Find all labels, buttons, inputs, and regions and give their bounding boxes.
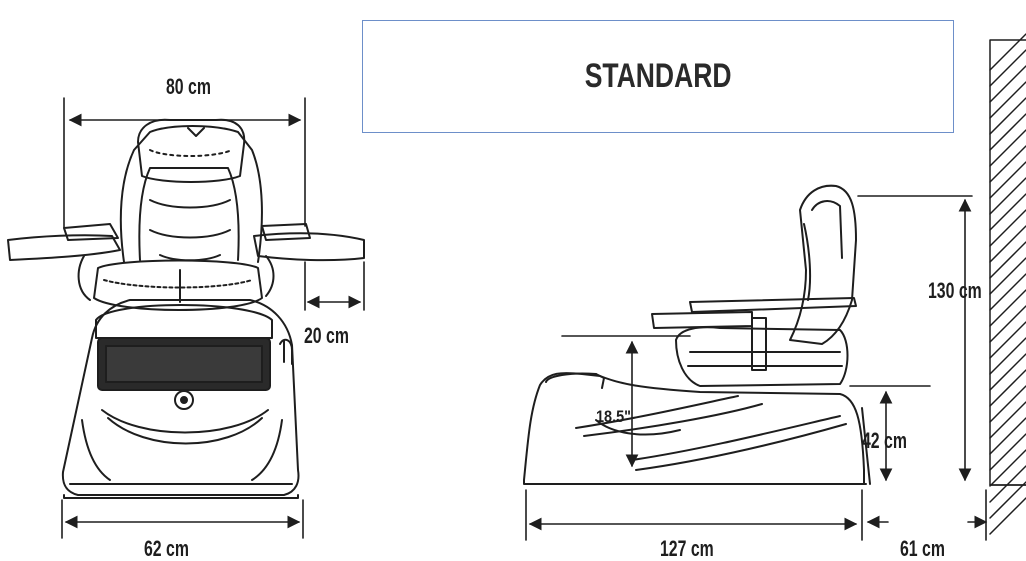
wall-hatch-line: [989, 193, 1026, 231]
wall-hatch-line: [989, 449, 1026, 487]
side-armrest: [689, 297, 857, 313]
wall-hatch-line: [989, 145, 1026, 183]
wall: [989, 33, 1026, 535]
wall-hatch-line: [989, 33, 1026, 71]
wall-hatch-line: [989, 113, 1026, 151]
wall-hatch-line: [989, 273, 1026, 311]
wall-hatch-line: [989, 65, 1026, 103]
wall-hatch-line: [989, 369, 1026, 407]
title-box: STANDARD: [362, 20, 954, 133]
wall-hatch-line: [989, 257, 1026, 295]
wall-hatch-line: [989, 241, 1026, 279]
side-view-chair: [523, 184, 871, 485]
wall-hatch-line: [989, 305, 1026, 343]
wall-hatch-line: [989, 129, 1026, 167]
length-label: 127 cm: [660, 536, 714, 561]
height-label: 130 cm: [928, 278, 982, 303]
wall-hatch-line: [989, 497, 1026, 535]
front-dimensions: [61, 97, 365, 539]
side-dimensions: [525, 195, 988, 541]
side-footrest: [651, 311, 753, 329]
wall-hatch-line: [989, 481, 1026, 519]
seat-height-label: 42 cm: [862, 428, 907, 453]
front-left-armrest: [7, 234, 121, 261]
wall-hatch-line: [989, 177, 1026, 215]
wall-hatch-line: [989, 385, 1026, 423]
wall-hatch-line: [989, 337, 1026, 375]
wall-hatch-line: [989, 49, 1026, 87]
front-view-chair: [7, 118, 365, 499]
wall-hatch-line: [989, 97, 1026, 135]
front-width-label: 80 cm: [166, 74, 211, 99]
side-basin: [523, 372, 865, 485]
front-base: [61, 299, 300, 496]
base-width-label: 62 cm: [144, 536, 189, 561]
wall-hatch-line: [989, 401, 1026, 439]
tray-offset-label: 20 cm: [304, 323, 349, 348]
wall-hatch-line: [989, 161, 1026, 199]
front-seat: [93, 259, 263, 311]
wall-hatch-line: [989, 225, 1026, 263]
wall-hatch-line: [989, 465, 1026, 503]
wall-hatch-line: [989, 417, 1026, 455]
wall-hatch-line: [989, 81, 1026, 119]
title: STANDARD: [584, 57, 732, 95]
wall-hatch-line: [989, 209, 1026, 247]
wall-hatch-line: [989, 353, 1026, 391]
wall-hatch-line: [989, 321, 1026, 359]
wall-hatch-line: [989, 433, 1026, 471]
basin-height-label: 18.5": [596, 407, 631, 426]
wall-clearance-label: 61 cm: [900, 536, 945, 561]
side-backrest: [789, 184, 857, 345]
front-base-foot: [63, 483, 299, 499]
wall-hatch-line: [989, 289, 1026, 327]
front-right-armrest: [253, 232, 365, 262]
